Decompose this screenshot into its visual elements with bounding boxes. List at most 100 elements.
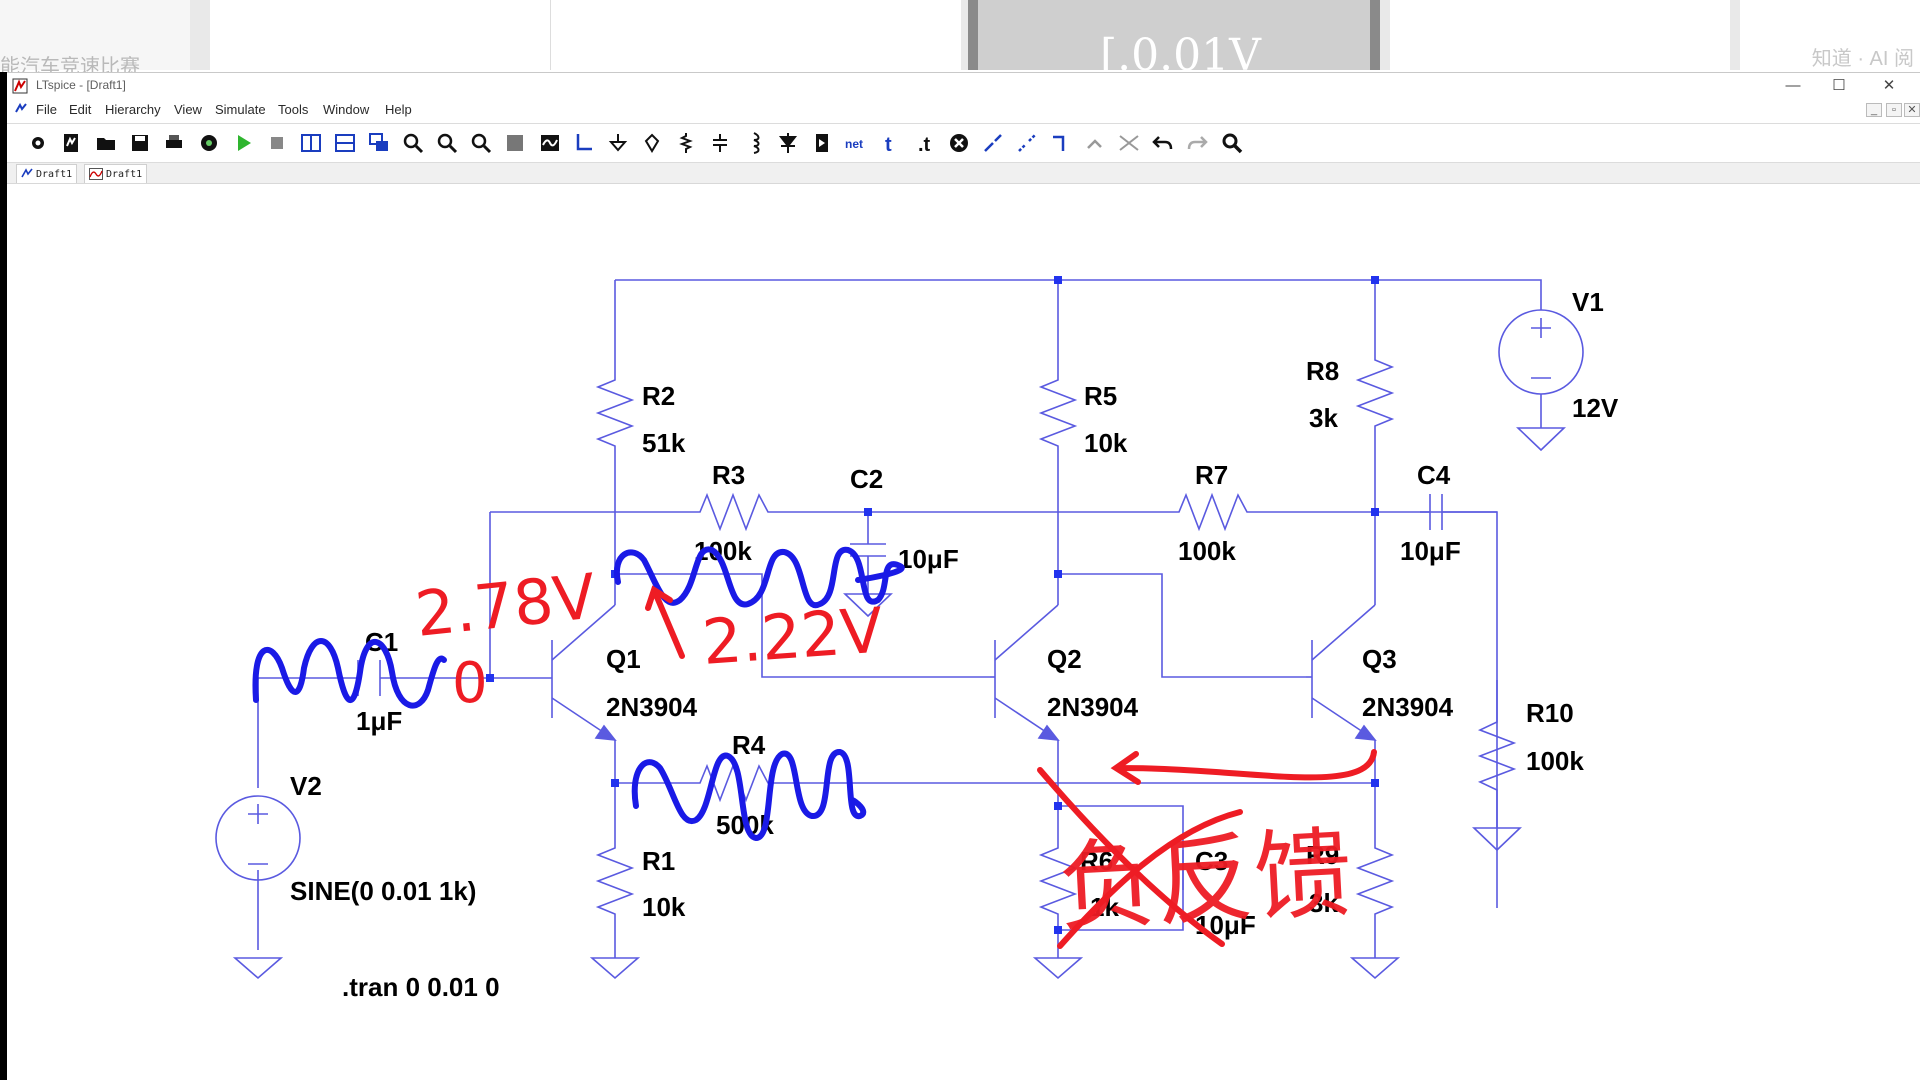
- drag-button[interactable]: [1047, 130, 1075, 156]
- inductor-button[interactable]: [740, 130, 768, 156]
- zoom-area-button[interactable]: [501, 130, 529, 156]
- mirror-button[interactable]: [1115, 130, 1143, 156]
- resistor-r10-symbol[interactable]: [1477, 680, 1517, 828]
- zoom-out-icon: [437, 133, 458, 154]
- r3-label: R3: [712, 460, 745, 490]
- ground-symbol[interactable]: [1472, 827, 1522, 852]
- mirror-icon: [1119, 135, 1139, 151]
- transistor-q2-symbol[interactable]: [990, 604, 1060, 741]
- resistor-r3-symbol[interactable]: [693, 492, 775, 532]
- move-button[interactable]: [1013, 130, 1041, 156]
- mdi-minimize-button[interactable]: _: [1866, 103, 1882, 117]
- menu-file[interactable]: File: [36, 102, 57, 117]
- delete-button[interactable]: [945, 130, 973, 156]
- print-button[interactable]: [160, 130, 188, 156]
- component-button[interactable]: [808, 130, 836, 156]
- minimize-button[interactable]: —: [1785, 77, 1801, 94]
- tab-label: Draft1: [106, 168, 143, 180]
- r2-value: 51k: [642, 428, 686, 458]
- menu-simulate[interactable]: Simulate: [215, 102, 266, 117]
- close-button[interactable]: ✕: [1882, 77, 1896, 94]
- resistor-r8-symbol[interactable]: [1355, 352, 1395, 432]
- ltspice-window: LTspice - [Draft1] — ☐ ✕ File Edit Hiera…: [0, 72, 1920, 1081]
- cascade-button[interactable]: [365, 130, 393, 156]
- resistor-r2-symbol[interactable]: [595, 372, 635, 452]
- r7-value: 100k: [1178, 536, 1236, 566]
- new-schematic-button[interactable]: [58, 130, 86, 156]
- resistor-button[interactable]: [672, 130, 700, 156]
- junction-dot: [1371, 508, 1379, 516]
- red-zero-annotation: 0: [452, 651, 488, 716]
- ground-symbol[interactable]: [1349, 957, 1401, 980]
- menu-edit[interactable]: Edit: [69, 102, 92, 117]
- settings-button[interactable]: [24, 130, 52, 156]
- menu-hierarchy[interactable]: Hierarchy: [105, 102, 161, 117]
- background-panel: [1390, 0, 1730, 70]
- mdi-restore-button[interactable]: ▫: [1886, 103, 1902, 117]
- run-button[interactable]: [229, 130, 257, 156]
- junction-dot: [1371, 779, 1379, 787]
- transistor-q3-symbol[interactable]: [1306, 604, 1377, 741]
- menu-window[interactable]: Window: [323, 102, 370, 117]
- voltage-source-v1-symbol[interactable]: [1498, 309, 1584, 428]
- red-cross-out-mark: [1037, 767, 1243, 949]
- svg-text:.t: .t: [918, 134, 931, 155]
- duplicate-button[interactable]: [979, 130, 1007, 156]
- ground-symbol[interactable]: [589, 957, 641, 980]
- wire: [1375, 279, 1542, 310]
- resistor-r1-symbol[interactable]: [595, 840, 635, 920]
- background-panel: [1740, 0, 1920, 70]
- halt-button[interactable]: [263, 130, 291, 156]
- resistor-r6-symbol[interactable]: [1038, 840, 1078, 920]
- spice-directive[interactable]: .tran 0 0.01 0: [342, 972, 500, 1002]
- capacitor-button[interactable]: [706, 130, 734, 156]
- r8-value: 3k: [1309, 403, 1338, 433]
- autorange-button[interactable]: [536, 130, 564, 156]
- tile-horizontal-button[interactable]: [331, 130, 359, 156]
- r10-label: R10: [1526, 698, 1574, 728]
- wire: [1058, 573, 1306, 678]
- ground-symbol[interactable]: [1516, 427, 1566, 452]
- spice-directive-button[interactable]: .t: [911, 130, 939, 156]
- zoom-in-icon: [403, 133, 424, 154]
- blue-sine-annotation-input: [252, 638, 447, 709]
- find-button[interactable]: [1218, 130, 1246, 156]
- resistor-r9-symbol[interactable]: [1355, 840, 1395, 920]
- component-labels: V1 12V R2 51k R5 10k R8 3k R3 100k C2 10…: [290, 287, 1619, 1002]
- menu-view[interactable]: View: [174, 102, 202, 117]
- menu-tools[interactable]: Tools: [278, 102, 309, 117]
- net-name-button[interactable]: net: [842, 130, 870, 156]
- zoom-fit-button[interactable]: [467, 130, 495, 156]
- diode-button[interactable]: [774, 130, 802, 156]
- control-panel-button[interactable]: [195, 130, 223, 156]
- resistor-r7-symbol[interactable]: [1172, 492, 1254, 532]
- capacitor-c4-symbol[interactable]: [1420, 494, 1497, 530]
- tab-waveform-draft1[interactable]: Draft1: [84, 164, 148, 183]
- rotate-button[interactable]: [1081, 130, 1109, 156]
- zoom-in-button[interactable]: [399, 130, 427, 156]
- waveform-tab-icon: [89, 168, 103, 180]
- tab-schematic-draft1[interactable]: Draft1: [16, 164, 78, 183]
- open-button[interactable]: [92, 130, 120, 156]
- ground-symbol[interactable]: [1032, 957, 1084, 980]
- save-button[interactable]: [126, 130, 154, 156]
- resistor-r5-symbol[interactable]: [1038, 372, 1078, 452]
- transistor-q1-symbol[interactable]: [551, 604, 617, 741]
- menu-help[interactable]: Help: [385, 102, 412, 117]
- tile-vertical-button[interactable]: [297, 130, 325, 156]
- undo-button[interactable]: [1149, 130, 1177, 156]
- label-net-button[interactable]: [638, 130, 666, 156]
- desktop-background: 能汽车竞速比赛 [.0.01V 知道 · AI 阅: [0, 0, 1920, 81]
- zoom-out-button[interactable]: [433, 130, 461, 156]
- redo-button[interactable]: [1183, 130, 1211, 156]
- ground-symbol[interactable]: [232, 957, 284, 980]
- r6-label: R6: [1080, 846, 1113, 876]
- maximize-button[interactable]: ☐: [1832, 77, 1846, 94]
- resistor-r4-symbol[interactable]: [693, 763, 775, 803]
- wire-button[interactable]: [570, 130, 598, 156]
- ground-button[interactable]: [604, 130, 632, 156]
- voltage-source-v2-symbol[interactable]: [215, 795, 301, 881]
- text-button[interactable]: t: [877, 130, 905, 156]
- undo-icon: [1152, 136, 1173, 150]
